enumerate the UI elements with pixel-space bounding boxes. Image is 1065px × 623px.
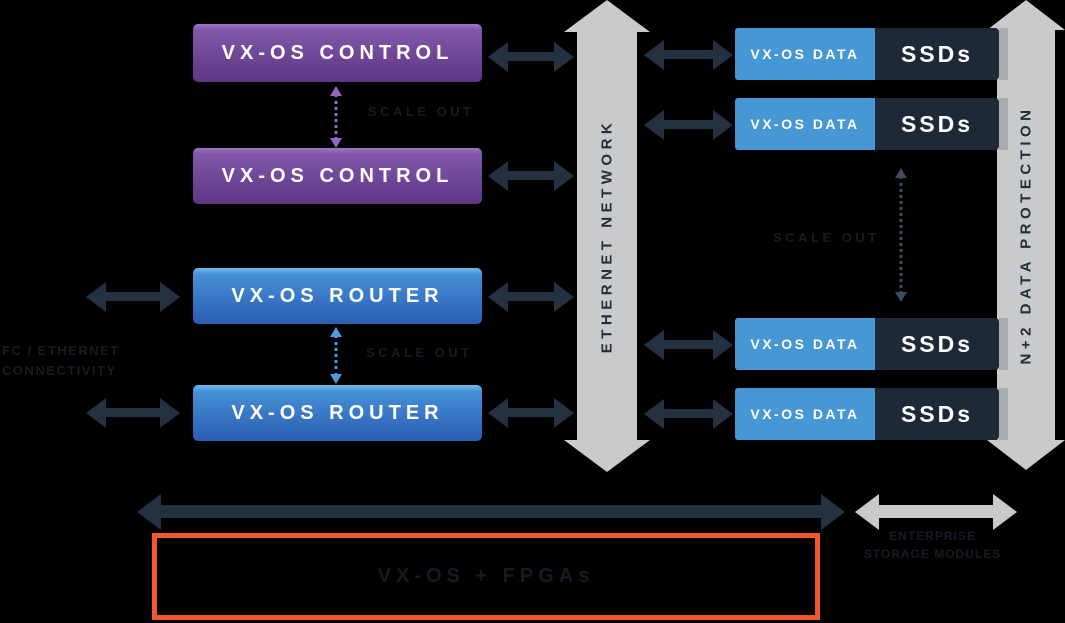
vx-os-data-label: VX-OS DATA: [735, 98, 875, 150]
router1-ethernet-arrow: [508, 292, 554, 301]
arrow-down-icon: [330, 374, 342, 384]
ethernet-data1-arrow: [664, 50, 713, 59]
arrow-down-icon: [895, 292, 907, 302]
controller-section-span-arrow: [161, 505, 821, 518]
controller-section-callout: VX-OS + FPGAs: [152, 533, 820, 620]
data-module-3: VX-OS DATA SSDs: [735, 318, 1008, 370]
ssd-label: SSDs: [875, 28, 999, 80]
data-module-2: VX-OS DATA SSDs: [735, 98, 1008, 150]
ethernet-data4-arrow: [664, 409, 713, 418]
arrow-up-icon: [330, 327, 342, 337]
vx-os-data-label: VX-OS DATA: [735, 28, 875, 80]
vx-os-control-label: VX-OS CONTROL: [221, 41, 454, 64]
ssd-label: SSDs: [875, 388, 999, 440]
controller-section-label: VX-OS + FPGAs: [377, 565, 595, 587]
host-connectivity-line1: FC / ETHERNET: [2, 343, 120, 358]
storage-section-line1: ENTERPRISE: [889, 529, 976, 543]
scale-out-label-control: SCALE OUT: [368, 104, 475, 119]
scale-out-label-data: SCALE OUT: [773, 230, 880, 245]
dotted-line: [899, 176, 903, 294]
router2-ethernet-arrow: [508, 408, 554, 417]
arrow-up-icon: [564, 0, 650, 32]
data-module-4: VX-OS DATA SSDs: [735, 388, 1008, 440]
vx-os-router-node-1: VX-OS ROUTER: [193, 268, 482, 324]
vx-os-data-label: VX-OS DATA: [735, 388, 875, 440]
arrow-down-icon: [987, 440, 1065, 470]
storage-section-span-arrow: [879, 505, 993, 518]
vx-os-control-node-1: VX-OS CONTROL: [193, 24, 482, 82]
vx-os-router-label: VX-OS ROUTER: [231, 401, 444, 424]
ethernet-network-label: ETHERNET NETWORK: [598, 118, 616, 354]
module-shadow: [999, 98, 1008, 150]
arrow-down-icon: [564, 440, 650, 472]
vx-os-router-node-2: VX-OS ROUTER: [193, 385, 482, 441]
host-connectivity-line2: CONNECTIVITY: [2, 363, 117, 379]
arrow-up-icon: [895, 168, 907, 178]
ethernet-data2-arrow: [664, 120, 713, 129]
arrow-down-icon: [330, 138, 342, 148]
arrow-up-icon: [987, 0, 1065, 30]
vx-os-router-label: VX-OS ROUTER: [231, 284, 444, 307]
ethernet-network-arrow: ETHERNET NETWORK: [564, 0, 650, 472]
control2-ethernet-arrow: [508, 171, 554, 180]
scale-out-arrow-data: [893, 168, 909, 302]
module-shadow: [999, 318, 1008, 370]
host-arrow-router-1: [106, 292, 160, 301]
vx-os-data-label: VX-OS DATA: [735, 318, 875, 370]
host-arrow-router-2: [106, 408, 160, 417]
module-shadow: [999, 388, 1008, 440]
ssd-label: SSDs: [875, 318, 999, 370]
data-module-1: VX-OS DATA SSDs: [735, 28, 1008, 80]
control1-ethernet-arrow: [508, 52, 554, 61]
arrow-up-icon: [330, 86, 342, 96]
dotted-line: [334, 94, 338, 140]
storage-section-line2: STORAGE MODULES: [863, 547, 1002, 561]
ethernet-data3-arrow: [664, 340, 713, 349]
host-connectivity-label: FC / ETHERNET CONNECTIVITY: [2, 341, 172, 381]
scale-out-arrow-router: [328, 327, 344, 384]
vx-os-control-node-2: VX-OS CONTROL: [193, 148, 482, 204]
scale-out-arrow-control: [328, 86, 344, 148]
ssd-label: SSDs: [875, 98, 999, 150]
n2-data-protection-label: N+2 DATA PROTECTION: [1017, 105, 1035, 365]
vx-os-control-label: VX-OS CONTROL: [221, 164, 454, 187]
ethernet-network-bar: [577, 32, 637, 440]
storage-section-label: ENTERPRISE STORAGE MODULES: [845, 527, 1020, 563]
module-shadow: [999, 28, 1008, 80]
scale-out-label-router: SCALE OUT: [366, 345, 473, 360]
dotted-line: [334, 335, 338, 376]
